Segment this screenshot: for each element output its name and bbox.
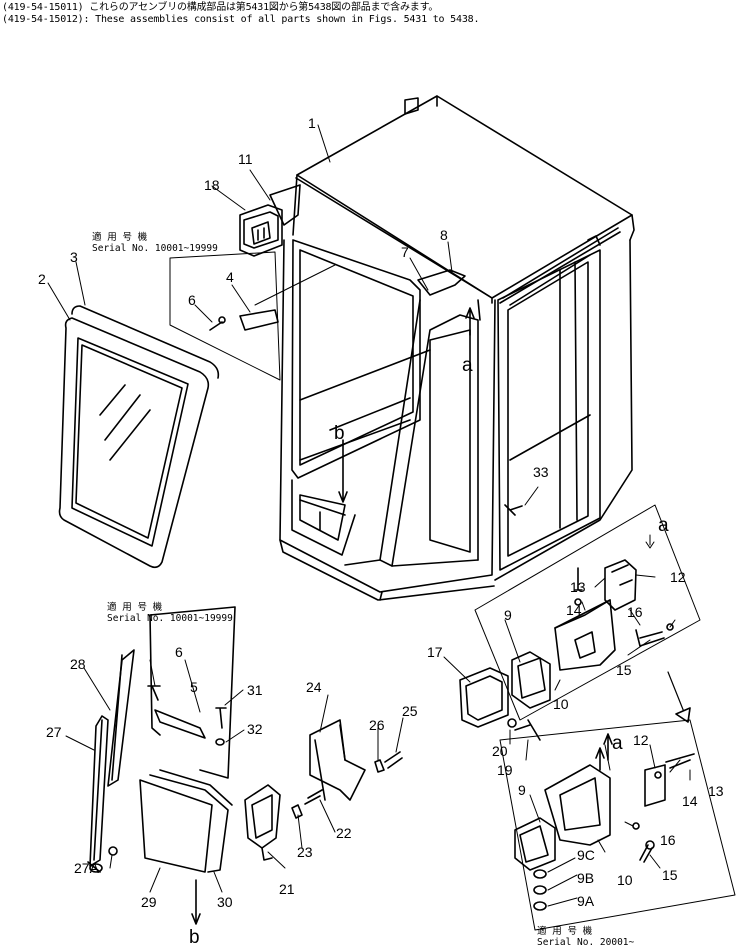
serial-top-label: 適 用 号 機 — [92, 232, 148, 243]
callout-9A: 9A — [577, 893, 595, 909]
callout-26: 26 — [369, 717, 385, 733]
callout-16-mid: 16 — [627, 604, 643, 620]
callout-16-low: 16 — [660, 832, 676, 848]
callout-9-mid: 9 — [504, 607, 512, 623]
callout-29: 29 — [141, 894, 157, 910]
callout-9C: 9C — [577, 847, 595, 863]
marker-a-mid: a — [658, 515, 669, 536]
callout-15-low: 15 — [662, 867, 678, 883]
callout-18: 18 — [204, 177, 220, 193]
serial-left-label: 適 用 号 機 — [107, 602, 163, 613]
callout-13-mid: 13 — [570, 579, 586, 595]
callout-31: 31 — [247, 682, 263, 698]
callout-6-wiper: 6 — [175, 644, 183, 660]
callout-9B: 9B — [577, 870, 595, 886]
serial-bottom-label: 適 用 号 機 — [537, 926, 593, 937]
callout-10-mid: 10 — [553, 696, 569, 712]
callout-20: 20 — [492, 743, 508, 759]
serial-left-value: Serial No. 10001~19999 — [107, 613, 233, 624]
callout-13-low: 13 — [708, 783, 724, 799]
callout-21: 21 — [279, 881, 295, 897]
callout-7: 7 — [401, 244, 409, 260]
callout-5: 5 — [190, 679, 198, 695]
callout-23: 23 — [297, 844, 313, 860]
marker-b-cab: b — [334, 423, 345, 444]
callout-28: 28 — [70, 656, 86, 672]
cab-body — [239, 95, 635, 601]
callout-27A: 27A — [74, 860, 99, 876]
serial-bottom-value: Serial No. 20001~ — [537, 937, 635, 948]
serial-top-value: Serial No. 10001~19999 — [92, 243, 218, 254]
callout-24: 24 — [306, 679, 322, 695]
marker-a-low: a — [612, 733, 623, 754]
callout-17: 17 — [427, 644, 443, 660]
callout-2: 2 — [38, 271, 46, 287]
window-glass-and-seal — [58, 305, 220, 569]
callout-3: 3 — [70, 249, 78, 265]
callout-15-mid: 15 — [616, 662, 632, 678]
marker-a-cab: a — [462, 355, 473, 376]
callout-22: 22 — [336, 825, 352, 841]
callout-33: 33 — [533, 464, 549, 480]
callout-1: 1 — [308, 115, 316, 131]
callout-30: 30 — [217, 894, 233, 910]
callout-19: 19 — [497, 762, 513, 778]
callout-9-low: 9 — [518, 782, 526, 798]
callout-25: 25 — [402, 703, 418, 719]
callout-8: 8 — [440, 227, 448, 243]
wiper-assembly — [87, 606, 403, 873]
callout-10-low: 10 — [617, 872, 633, 888]
header-line-1: (419-54-15011) これらのアセンブリの構成部品は第5431図から第5… — [2, 2, 439, 13]
header-line-2: (419-54-15012): These assemblies consist… — [2, 14, 480, 25]
callout-32: 32 — [247, 721, 263, 737]
callout-14-mid: 14 — [566, 602, 582, 618]
marker-b-wiper: b — [189, 927, 200, 948]
callout-12-mid: 12 — [670, 569, 686, 585]
callout-14-low: 14 — [682, 793, 698, 809]
callout-11: 11 — [238, 151, 253, 167]
callout-4: 4 — [226, 269, 234, 285]
callout-12-low: 12 — [633, 732, 649, 748]
callout-6-top: 6 — [188, 292, 196, 308]
callout-27: 27 — [46, 724, 62, 740]
